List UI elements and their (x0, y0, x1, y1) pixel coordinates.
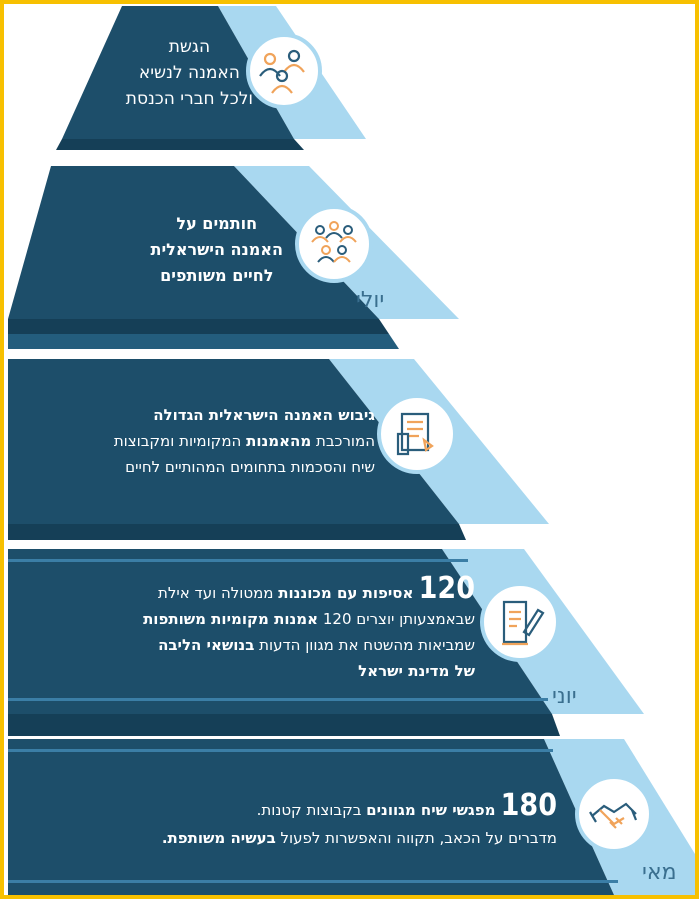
level-1-base-band (56, 139, 304, 150)
level-5-text: 180 מפגשי שיח מגוונים בקבוצות קטנות. מדב… (162, 791, 557, 852)
level-4-number: 120 (418, 571, 475, 606)
pyramid-shapes (8, 6, 695, 895)
level-5-stripe (8, 749, 553, 752)
pyramid-infographic: הגשת האמנה לנשיא ולכל חברי הכנסת חותמים … (4, 4, 695, 895)
level-5-line-1: 180 מפגשי שיח מגוונים בקבוצות קטנות. (162, 791, 557, 824)
level-4-text-segment: ממטולה ועד אילת (158, 584, 279, 602)
level-5-line-2: מדברים על הכאב, תקווה והאפשרות לפעול בעש… (162, 824, 557, 852)
level-2-month: יולי (356, 288, 385, 313)
level-5-bold-segment: מפגשי שיח מגוונים (366, 801, 501, 819)
level-5-text-segment: מדברים על הכאב, תקווה והאפשרות לפעול (275, 829, 557, 847)
level-3-bold-segment: מהאמנות (246, 432, 312, 450)
level-4-base-band (8, 714, 560, 736)
level-3-title: גיבוש האמנה הישראלית הגדולה (153, 406, 375, 424)
level-4-stripe (8, 559, 468, 562)
level-1-dark-panel (62, 6, 294, 139)
level-5-month: מאי (642, 860, 677, 885)
level-5-bottom-stripe (8, 880, 618, 883)
level-4-text-segment: שבאמצעותן יוצרים 120 (318, 610, 475, 628)
paper-pencil-icon (480, 582, 560, 662)
level-5-dark-panel (8, 739, 614, 895)
level-1-line: האמנה לנשיא (138, 63, 240, 83)
level-2-line: חותמים על (176, 214, 258, 233)
level-4-month: יוני (552, 684, 577, 709)
group-people-icon (246, 33, 322, 109)
level-4-bottom-stripe (8, 698, 548, 701)
level-2-base-band (8, 319, 389, 334)
level-3-text: גיבוש האמנה הישראלית הגדולה המורכבת מהאמ… (114, 402, 375, 480)
level-4-bold-segment: אמנות מקומיות משותפות (143, 610, 319, 628)
level-1-line: הגשת (168, 37, 211, 57)
level-4-dark-panel (8, 549, 552, 714)
level-2-dark-panel (8, 166, 379, 319)
level-3-dark-panel (8, 359, 459, 524)
level-3-text-segment: המורכבת (311, 432, 375, 450)
level-4-bold-segment: אסיפות עם מכוננות (278, 584, 419, 602)
level-1-line: ולכל חברי הכנסת (125, 89, 253, 109)
level-2-line: לחיים משותפים (160, 266, 274, 285)
document-pen-icon (377, 394, 457, 474)
level-4-line-4: של מדינת ישראל (358, 662, 475, 680)
level-4-bold-segment: בנושאי הליבה (158, 636, 255, 654)
level-5-bold-segment: בעשיה משותפת. (161, 829, 276, 847)
level-2-text: חותמים על האמנה הישראלית לחיים משותפים (151, 211, 283, 289)
level-1-text: הגשת האמנה לנשיא ולכל חברי הכנסת (126, 34, 253, 112)
level-3-text-segment: המקומיות ומקבוצות (113, 432, 247, 450)
level-4-line-2: שבאמצעותן יוצרים 120 אמנות מקומיות משותפ… (143, 606, 475, 632)
level-5-text-segment: בקבוצות קטנות. (256, 801, 367, 819)
level-3-base-band (8, 524, 466, 540)
handshake-icon (575, 775, 653, 853)
level-2-lower-band (8, 334, 399, 349)
level-2-line: האמנה הישראלית (150, 240, 283, 259)
crowd-people-icon (295, 205, 373, 283)
level-4-text: 120 אסיפות עם מכוננות ממטולה ועד אילת שב… (143, 574, 475, 684)
level-4-text-segment: שמביאות מהשטח את מגוון הדעות (254, 636, 475, 654)
level-4-line-3: שמביאות מהשטח את מגוון הדעות בנושאי הליב… (143, 632, 475, 658)
level-3-line-2: המורכבת מהאמנות המקומיות ומקבוצות (114, 428, 375, 454)
level-5-number: 180 (500, 788, 557, 823)
level-3-line-3: שיח והסכמות בתחומים המהותיים לחיים (125, 458, 375, 476)
level-4-line-1: 120 אסיפות עם מכוננות ממטולה ועד אילת (143, 574, 475, 606)
